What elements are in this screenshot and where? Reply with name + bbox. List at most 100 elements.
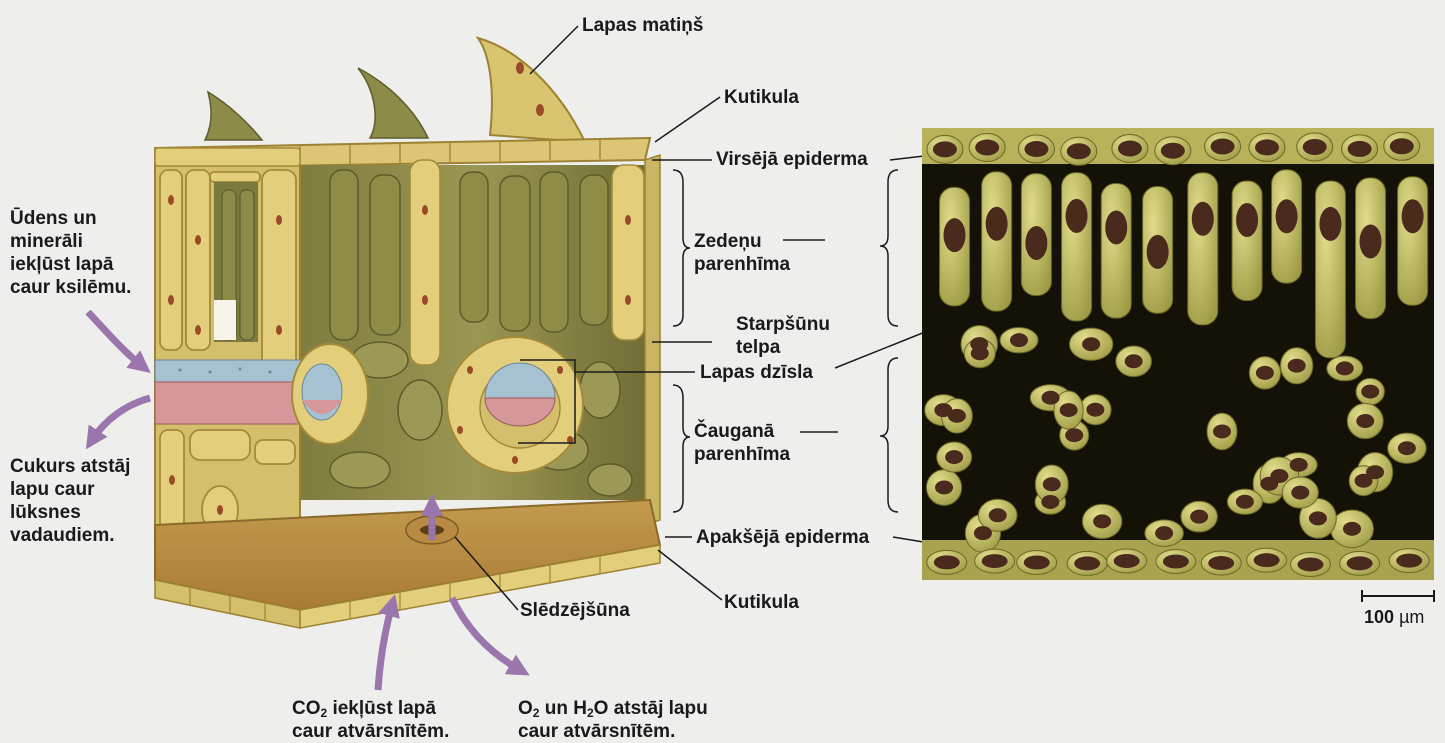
micrograph-palisade-cell	[1101, 183, 1131, 318]
note-water-line-1: Ūdens un	[10, 207, 97, 230]
vein-cross-section	[447, 337, 583, 473]
note-co2-line-2: caur atvārsnītēm.	[292, 720, 449, 743]
micrograph-chloroplast	[1270, 469, 1288, 483]
micrograph-chloroplast	[1348, 141, 1372, 157]
micrograph-chloroplast	[1114, 554, 1140, 568]
co2-in-arrow	[378, 605, 392, 690]
micrograph-palisade-cell	[982, 172, 1012, 311]
micrograph-chloroplast	[1402, 199, 1424, 233]
note-water-line-3: iekļūst lapā	[10, 253, 114, 276]
micrograph-chloroplast	[1398, 441, 1416, 455]
micrograph-chloroplast	[1082, 337, 1100, 351]
micrograph-chloroplast	[1118, 140, 1142, 156]
label-palisade-1: Zedeņu	[694, 230, 762, 253]
note-sugar-line-2: lapu caur	[10, 478, 94, 501]
leaf-block-illustration	[155, 38, 660, 628]
micrograph-chloroplast	[1254, 553, 1280, 567]
micrograph-chloroplast	[1291, 486, 1309, 500]
micrograph-chloroplast	[1297, 557, 1323, 571]
nucleus	[536, 104, 544, 116]
label-leaf-hair: Lapas matiņš	[582, 14, 703, 37]
micrograph-chloroplast	[1155, 526, 1173, 540]
micrograph-chloroplast	[1010, 333, 1028, 347]
micrograph-chloroplast	[1192, 202, 1214, 236]
note-water-line-4: caur ksilēmu.	[10, 276, 131, 299]
label-spongy-2: parenhīma	[694, 443, 790, 466]
note-o2-line-2: caur atvārsnītēm.	[518, 720, 675, 743]
water-in-arrow	[88, 312, 142, 366]
right-face	[645, 155, 660, 525]
micrograph-chloroplast	[945, 450, 963, 464]
label-cuticle-top: Kutikula	[724, 86, 799, 109]
micrograph-chloroplast	[1236, 495, 1254, 509]
micrograph-chloroplast	[1163, 555, 1189, 569]
micrograph-chloroplast	[975, 139, 999, 155]
o2-out-arrow	[452, 598, 520, 670]
micrograph-palisade-cell	[1398, 177, 1428, 305]
micrograph-chloroplast	[1213, 424, 1231, 438]
micrograph-chloroplast	[1161, 143, 1185, 159]
scale-bar	[1362, 590, 1434, 602]
leaf-hair	[205, 92, 262, 140]
leaf-hair	[358, 68, 428, 138]
micrograph-chloroplast	[1355, 474, 1373, 488]
micrograph-chloroplast	[1336, 361, 1354, 375]
micrograph-palisade-cell	[1062, 173, 1092, 321]
micrograph-chloroplast	[1319, 207, 1341, 241]
label-cuticle-bottom: Kutikula	[724, 591, 799, 614]
leaf-hair	[478, 38, 585, 142]
micrograph-chloroplast	[1147, 235, 1169, 269]
note-sugar-line-1: Cukurs atstāj	[10, 455, 130, 478]
micrograph-chloroplast	[1276, 199, 1298, 233]
micrograph-palisade-cell	[1188, 173, 1218, 325]
micrograph-chloroplast	[1290, 458, 1308, 472]
micrograph-chloroplast	[971, 346, 989, 360]
label-spongy-1: Čauganā	[694, 420, 774, 443]
micrograph-chloroplast	[1208, 556, 1234, 570]
micrograph-chloroplast	[933, 141, 957, 157]
micrograph-chloroplast	[1303, 139, 1327, 155]
micrograph-chloroplast	[1361, 385, 1379, 399]
label-lower-epidermis: Apakšējā epiderma	[696, 526, 869, 549]
upper-epidermis-front-strip	[155, 148, 300, 166]
note-sugar-line-3: lūksnes	[10, 501, 81, 524]
label-palisade-2: parenhīma	[694, 253, 790, 276]
micrograph-chloroplast	[1105, 210, 1127, 244]
micrograph-chloroplast	[1066, 199, 1088, 233]
micrograph-chloroplast	[1125, 354, 1143, 368]
micrograph-chloroplast	[1390, 138, 1414, 154]
label-stoma: Slēdzējšūna	[520, 599, 630, 622]
micrograph-chloroplast	[1236, 203, 1258, 237]
micrograph-chloroplast	[1074, 556, 1100, 570]
micrograph-chloroplast	[1093, 514, 1111, 528]
micrograph-chloroplast	[1347, 556, 1373, 570]
micrograph-chloroplast	[934, 555, 960, 569]
scale-bar-label: 100 µm	[1364, 606, 1424, 629]
micrograph-chloroplast	[1255, 139, 1279, 155]
micrograph-chloroplast	[1024, 141, 1048, 157]
micrograph-chloroplast	[935, 480, 953, 494]
micrograph-chloroplast	[1256, 366, 1274, 380]
micrograph-chloroplast	[948, 409, 966, 423]
micrograph-chloroplast	[1086, 403, 1104, 417]
micrograph-chloroplast	[1025, 226, 1047, 260]
label-airspace-1: Starpšūnu	[736, 313, 830, 336]
micrograph-chloroplast	[1024, 556, 1050, 570]
micrograph-chloroplast	[1343, 522, 1361, 536]
phloem-strip	[155, 382, 315, 424]
note-sugar-line-4: vadaudiem.	[10, 524, 115, 547]
micrograph-chloroplast	[1043, 477, 1061, 491]
micrograph-chloroplast	[1190, 510, 1208, 524]
micrograph-chloroplast	[1288, 359, 1306, 373]
micrograph-chloroplast	[986, 207, 1008, 241]
palisade-columns-interior	[330, 170, 608, 340]
sugar-out-arrow	[92, 398, 150, 440]
micrograph-chloroplast	[1309, 511, 1327, 525]
label-vein: Lapas dzīsla	[700, 361, 813, 384]
micrograph-chloroplast	[974, 526, 992, 540]
micrograph-chloroplast	[989, 508, 1007, 522]
micrograph-chloroplast	[982, 554, 1008, 568]
micrograph-chloroplast	[1041, 495, 1059, 509]
micrograph-chloroplast	[1396, 554, 1422, 568]
micrograph-chloroplast	[1067, 143, 1091, 159]
